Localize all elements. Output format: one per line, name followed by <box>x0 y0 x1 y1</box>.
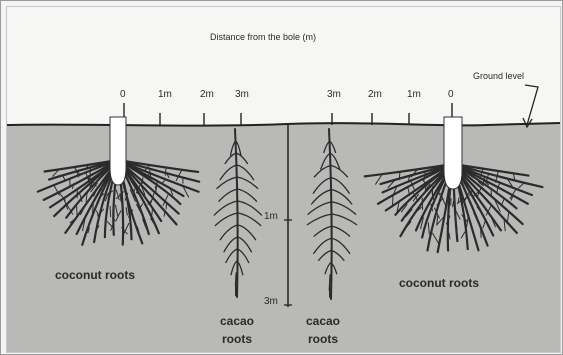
left-tick-2: 2m <box>200 89 214 100</box>
depth-label-3m: 3m <box>264 296 278 307</box>
right-tick-2: 2m <box>368 89 382 100</box>
cacao-label-left-line2: roots <box>222 332 252 346</box>
tick-marks <box>124 103 452 125</box>
root-stroke <box>392 196 393 207</box>
left-tick-0: 0 <box>120 89 126 100</box>
coconut-bole-right <box>444 117 462 189</box>
coconut-roots-label-right: coconut roots <box>399 276 479 290</box>
left-tick-3: 3m <box>235 89 249 100</box>
coconut-bole-left <box>110 117 126 185</box>
depth-label-1m: 1m <box>264 211 278 222</box>
root-stroke <box>77 206 78 217</box>
right-tick-0: 0 <box>448 89 454 100</box>
cacao-label-right-line2: roots <box>308 332 338 346</box>
root-stroke <box>440 235 441 239</box>
root-stroke <box>93 204 94 214</box>
soil-area <box>7 123 560 352</box>
root-distribution-diagram: Distance from the bole (m) Ground level … <box>7 7 560 352</box>
root-stroke <box>110 206 111 217</box>
left-tick-1: 1m <box>158 89 172 100</box>
root-stroke <box>164 212 165 217</box>
diagram-title: Distance from the bole (m) <box>210 32 316 42</box>
root-stroke <box>457 226 458 230</box>
diagram-panel: Distance from the bole (m) Ground level … <box>6 6 561 353</box>
coconut-roots-label-left: coconut roots <box>55 268 135 282</box>
root-stroke <box>90 168 91 180</box>
root-stroke <box>236 273 237 286</box>
right-tick-1: 1m <box>407 89 421 100</box>
right-tick-3: 3m <box>327 89 341 100</box>
cacao-label-left-line1: cacao <box>220 314 254 328</box>
cacao-label-right-line1: cacao <box>306 314 340 328</box>
ground-level-label: Ground level <box>473 71 524 81</box>
